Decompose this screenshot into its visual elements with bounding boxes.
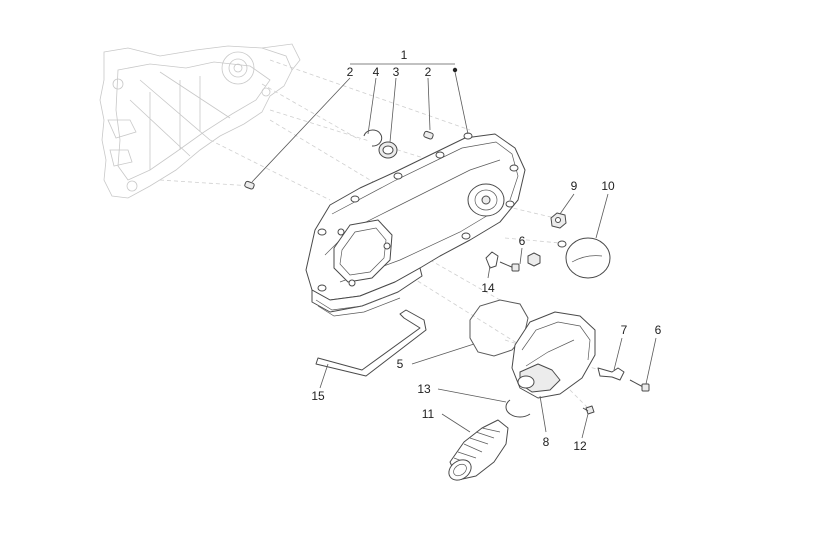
callout-5: 5 — [397, 357, 404, 371]
callout-12: 12 — [573, 439, 587, 453]
callout-3: 3 — [393, 65, 400, 79]
callout-1: 1 — [401, 48, 408, 62]
callout-10: 10 — [601, 179, 615, 193]
leader-lines — [251, 63, 657, 439]
small-hardware — [244, 129, 650, 415]
callout-7: 7 — [621, 323, 628, 337]
callout-2-left: 2 — [347, 65, 354, 79]
callout-11: 11 — [422, 407, 435, 421]
callout-14: 14 — [481, 281, 495, 295]
engine-crankcase-ghost — [99, 43, 301, 199]
callout-15: 15 — [311, 389, 325, 403]
callout-labels: 1 2 4 3 2 9 10 6 14 7 6 5 15 13 11 8 12 — [311, 48, 661, 453]
hose-clamp — [505, 399, 531, 418]
callout-8: 8 — [543, 435, 550, 449]
l-rod — [315, 309, 427, 377]
transmission-cover — [305, 132, 526, 317]
callout-6-lower: 6 — [655, 323, 662, 337]
filter-housing — [511, 311, 596, 399]
intake-bellows — [448, 419, 509, 481]
callout-2-right: 2 — [425, 65, 432, 79]
callout-9: 9 — [571, 179, 578, 193]
callout-6-upper: 6 — [519, 234, 526, 248]
callout-4: 4 — [373, 65, 380, 79]
callout-13: 13 — [417, 382, 431, 396]
